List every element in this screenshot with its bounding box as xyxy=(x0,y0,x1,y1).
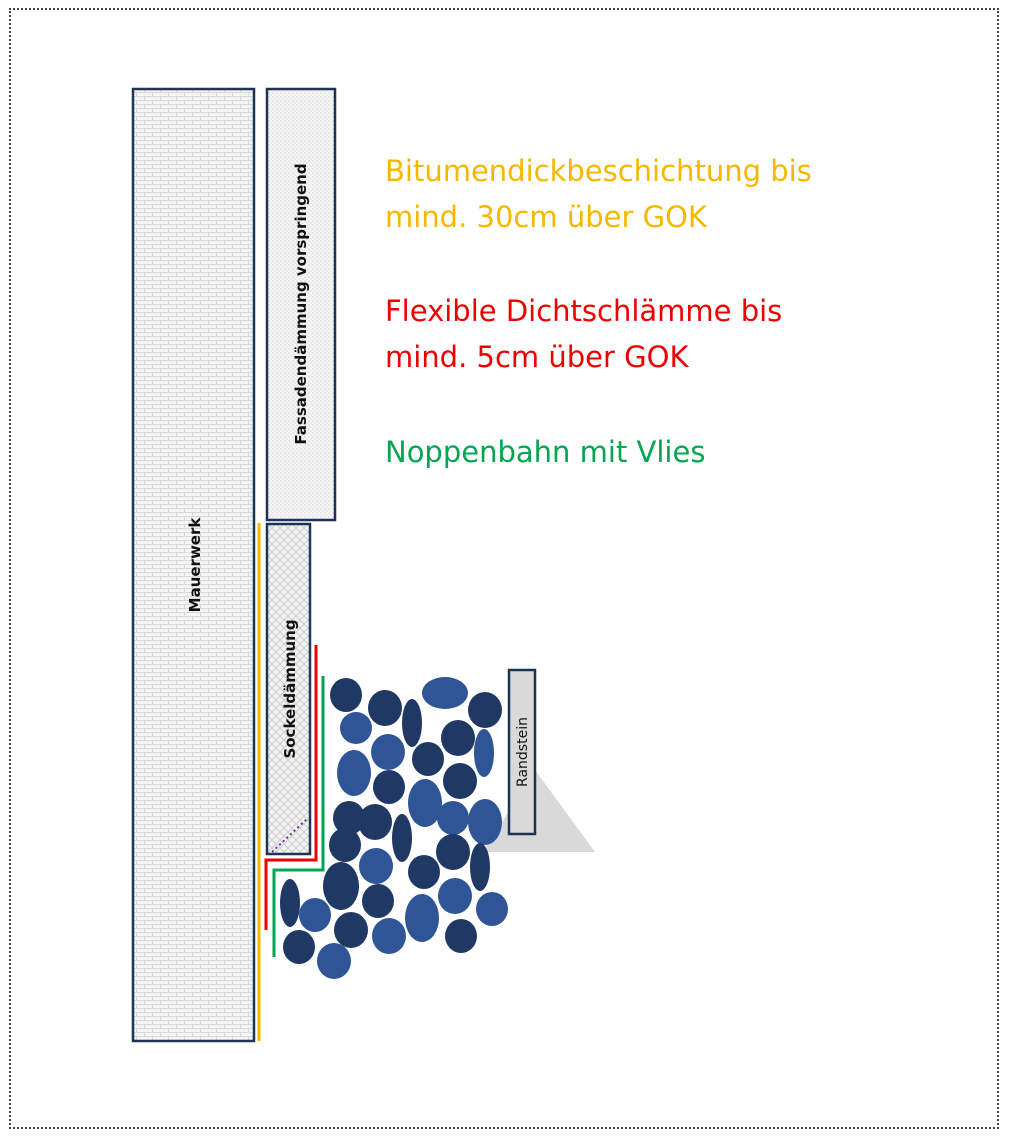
dotted-frame xyxy=(9,8,999,1129)
curb xyxy=(507,668,537,836)
legend-membrane-line1: Noppenbahn mit Vlies xyxy=(385,435,706,469)
slurry-line xyxy=(264,645,318,930)
legend-slurry-line2: mind. 5cm über GOK xyxy=(385,340,689,374)
masonry-wall xyxy=(131,87,256,1043)
masonry-label: Mauerwerk xyxy=(186,517,204,613)
purple-dotted-line xyxy=(271,817,309,853)
gravel-fill xyxy=(280,677,508,979)
base-insulation xyxy=(265,522,312,856)
legend-bitumen-line2: mind. 30cm über GOK xyxy=(385,200,707,234)
legend-bitumen: Bitumendickbeschichtung bis mind. 30cm ü… xyxy=(385,148,812,240)
legend-slurry-line1: Flexible Dichtschlämme bis xyxy=(385,294,783,328)
facade-insulation xyxy=(265,87,337,522)
membrane-line xyxy=(272,676,325,957)
legend-membrane: Noppenbahn mit Vlies xyxy=(385,429,705,475)
curb-label: Randstein xyxy=(515,717,531,787)
base-insulation-label: Sockeldämmung xyxy=(281,619,299,758)
legend-bitumen-line1: Bitumendickbeschichtung bis xyxy=(385,154,812,188)
legend-slurry: Flexible Dichtschlämme bis mind. 5cm übe… xyxy=(385,288,782,380)
facade-insulation-label: Fassadendämmung vorspringend xyxy=(292,163,310,444)
